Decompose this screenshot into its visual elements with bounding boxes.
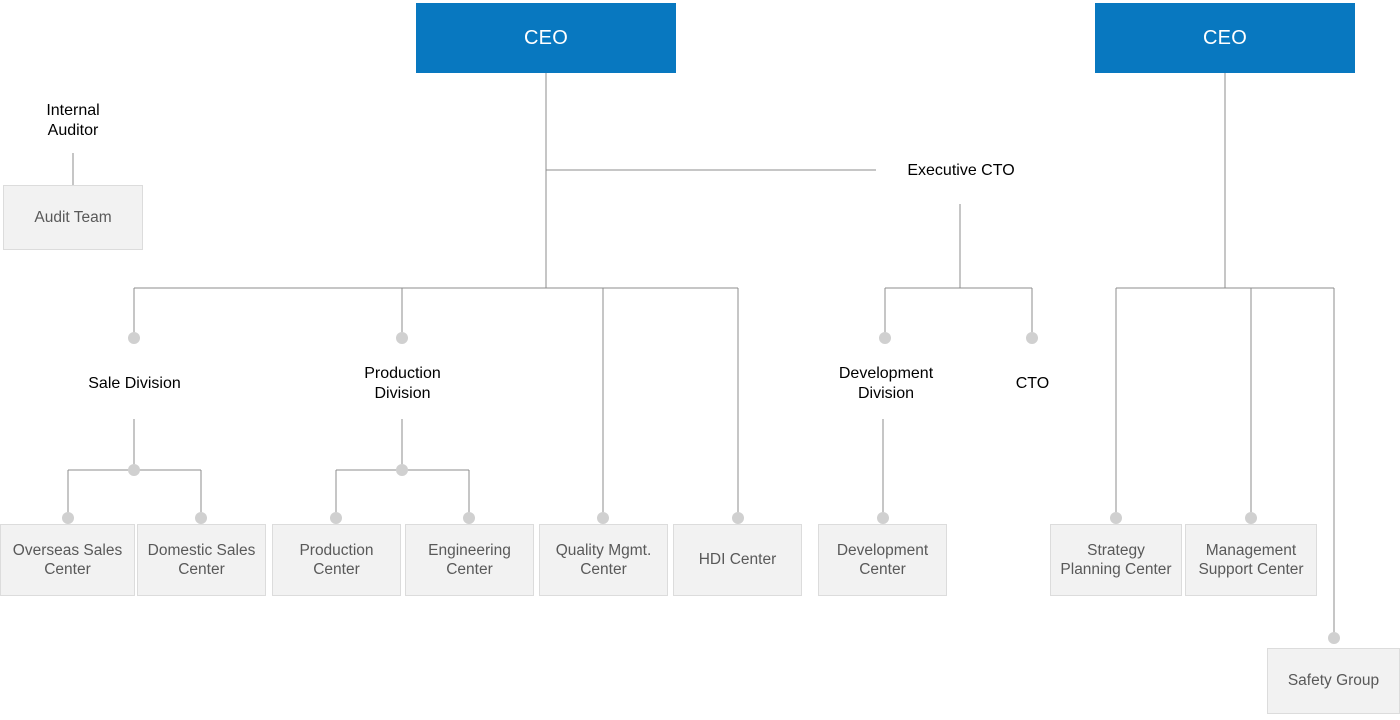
- org-node-label: Strategy Planning Center: [1060, 541, 1172, 578]
- org-node-label: Production Division: [364, 365, 441, 402]
- org-node-overseas-sales[interactable]: Overseas Sales Center: [0, 524, 135, 596]
- org-node-label: Overseas Sales Center: [12, 541, 123, 578]
- connector-dot-icon: [463, 512, 475, 524]
- org-node-label: CTO: [1015, 375, 1050, 392]
- org-node-label: Production Center: [299, 541, 374, 578]
- org-node-label: Quality Mgmt. Center: [555, 541, 652, 578]
- org-node-sale-division[interactable]: Sale Division: [65, 349, 204, 419]
- org-node-label: HDI Center: [698, 551, 777, 569]
- org-node-label: Development Center: [836, 541, 929, 578]
- connector-dot-icon: [396, 332, 408, 344]
- org-node-label: Audit Team: [34, 208, 112, 226]
- org-node-label: Sale Division: [88, 375, 181, 392]
- connector-dot-icon: [195, 512, 207, 524]
- connector-dot-icon: [1026, 332, 1038, 344]
- org-node-development-center[interactable]: Development Center: [818, 524, 947, 596]
- connector-dot-icon: [396, 464, 408, 476]
- connector-dot-icon: [879, 332, 891, 344]
- org-node-label: Engineering Center: [428, 541, 511, 578]
- org-node-internal-auditor[interactable]: Internal Auditor: [3, 88, 143, 153]
- connector-dot-icon: [1245, 512, 1257, 524]
- org-node-hdi-center[interactable]: HDI Center: [673, 524, 802, 596]
- connector-dot-icon: [128, 464, 140, 476]
- org-node-ceo-left[interactable]: CEO: [416, 3, 676, 73]
- org-node-production-division[interactable]: Production Division: [333, 349, 472, 419]
- org-node-label: Executive CTO: [907, 161, 1015, 179]
- org-node-management-support[interactable]: Management Support Center: [1185, 524, 1317, 596]
- org-node-label: CEO: [524, 26, 568, 49]
- connector-dot-icon: [330, 512, 342, 524]
- org-node-safety-group[interactable]: Safety Group: [1267, 648, 1400, 714]
- org-node-ceo-right[interactable]: CEO: [1095, 3, 1355, 73]
- org-node-label: Safety Group: [1287, 672, 1380, 690]
- org-node-label: Internal Auditor: [46, 101, 100, 139]
- org-node-domestic-sales[interactable]: Domestic Sales Center: [137, 524, 266, 596]
- org-node-engineering-center[interactable]: Engineering Center: [405, 524, 534, 596]
- org-node-quality-mgmt-center[interactable]: Quality Mgmt. Center: [539, 524, 668, 596]
- org-node-label: CEO: [1203, 26, 1247, 49]
- org-node-label: Domestic Sales Center: [147, 541, 256, 578]
- org-node-development-division[interactable]: Development Division: [813, 349, 959, 419]
- org-node-executive-cto[interactable]: Executive CTO: [876, 137, 1046, 204]
- connector-dot-icon: [62, 512, 74, 524]
- connector-dot-icon: [1110, 512, 1122, 524]
- org-node-audit-team[interactable]: Audit Team: [3, 185, 143, 250]
- connector-dot-icon: [128, 332, 140, 344]
- org-node-label: Development Division: [838, 365, 934, 402]
- connector-dot-icon: [877, 512, 889, 524]
- connector-dot-icon: [732, 512, 744, 524]
- connector-dot-icon: [597, 512, 609, 524]
- org-node-strategy-planning[interactable]: Strategy Planning Center: [1050, 524, 1182, 596]
- org-node-cto[interactable]: CTO: [962, 349, 1103, 419]
- connector-dot-icon: [1328, 632, 1340, 644]
- org-node-production-center[interactable]: Production Center: [272, 524, 401, 596]
- org-node-label: Management Support Center: [1198, 541, 1304, 578]
